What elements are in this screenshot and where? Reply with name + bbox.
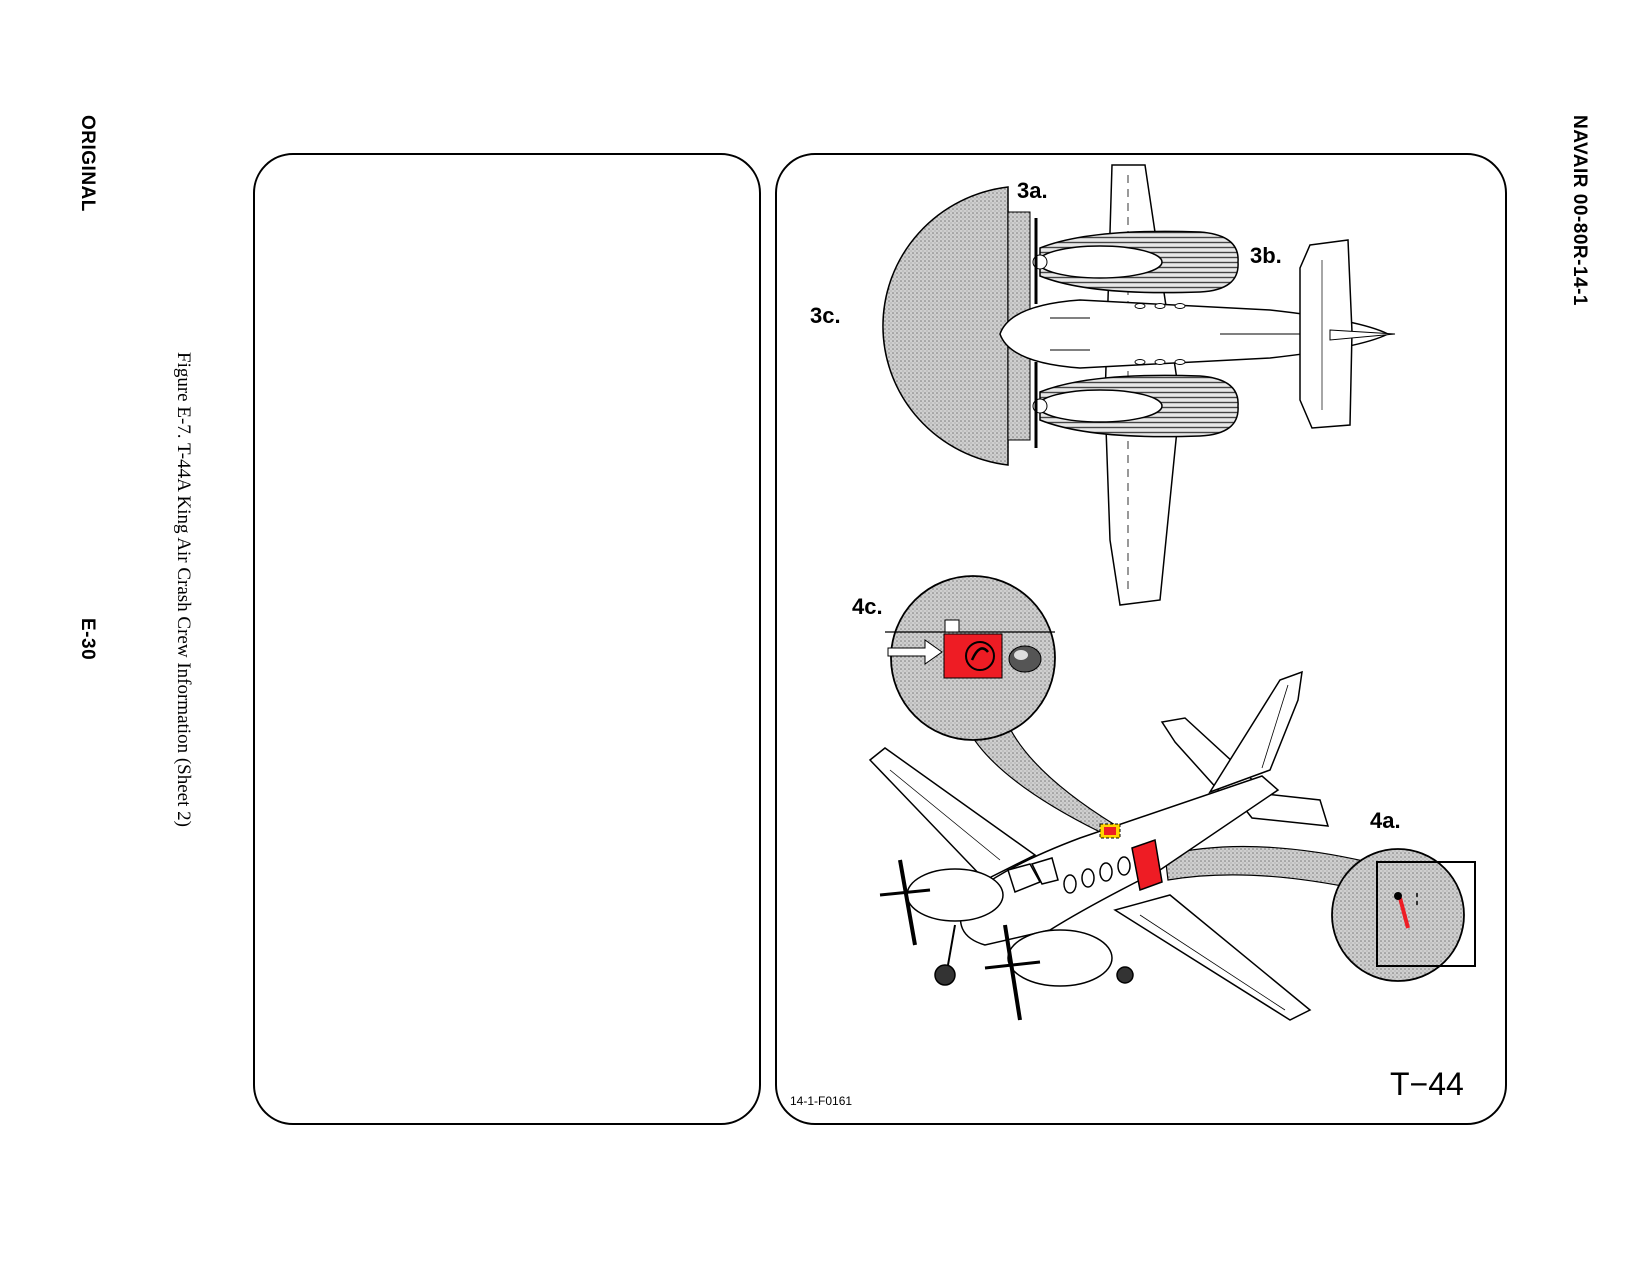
figure-caption: Figure E-7. T-44A King Air Crash Crew In… — [173, 352, 194, 827]
callout-3c: 3c. — [810, 303, 841, 328]
emergency-handle-red — [1398, 897, 1410, 929]
figure-id: 14-1-F0161 — [790, 1094, 852, 1108]
original-label: ORIGINAL — [77, 115, 98, 212]
top-view-aircraft: 3a. 3b. 3c. — [810, 164, 1396, 606]
propeller-danger-zone-3c — [882, 186, 1009, 466]
aircraft-type-label: T−44 — [1390, 1066, 1464, 1102]
callout-4c: 4c. — [852, 594, 883, 619]
perspective-aircraft — [868, 670, 1330, 1021]
callout-4a: 4a. — [1370, 808, 1401, 833]
cabin-door-red — [1131, 838, 1163, 892]
illustration-panel: 3a. 3b. 3c. 4c. 4a. — [775, 153, 1507, 1125]
blank-panel — [253, 153, 761, 1125]
detail-4c: 4c. — [852, 575, 1117, 833]
callout-3a: 3a. — [1017, 178, 1048, 203]
page-number: E-30 — [77, 618, 98, 661]
t44-crash-crew-illustration: 3a. 3b. 3c. 4c. 4a. — [790, 164, 1476, 1108]
doc-number: NAVAIR 00-80R-14-1 — [1569, 115, 1590, 306]
callout-3b: 3b. — [1250, 243, 1282, 268]
detail-4a: 4a. — [1164, 808, 1476, 982]
